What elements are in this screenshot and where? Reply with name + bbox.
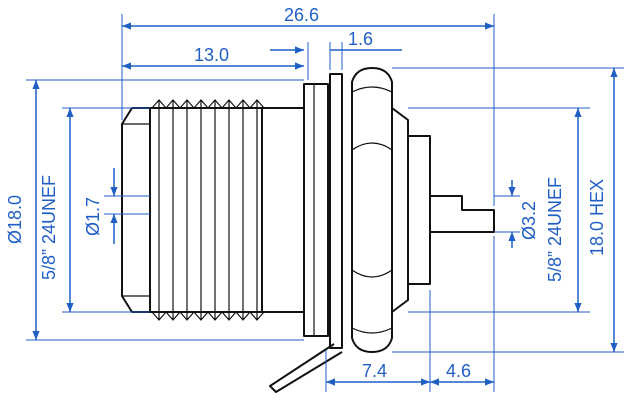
- thread-ridge: [221, 99, 237, 321]
- label-overall-length: 26.6: [284, 5, 320, 25]
- thread-ridge: [207, 99, 223, 321]
- label-right-thread: 5/8” 24UNEF: [545, 176, 565, 282]
- thread-ridge: [165, 99, 181, 321]
- thread-ridge: [151, 99, 167, 321]
- label-pin-diameter: Ø1.7: [83, 196, 103, 236]
- connector-body: [121, 67, 495, 393]
- label-outer-diameter: Ø18.0: [5, 194, 25, 244]
- label-pin-tail-diameter: Ø3.2: [519, 200, 539, 240]
- label-thread-length: 13.0: [194, 45, 230, 65]
- label-nut-width: 7.4: [362, 361, 388, 381]
- label-panel-thickness: 1.6: [348, 29, 374, 49]
- label-left-thread: 5/8” 24UNEF: [39, 174, 59, 280]
- thread-ridge: [249, 99, 265, 321]
- thread-ridge: [235, 99, 251, 321]
- thread-ridge: [179, 99, 195, 321]
- label-pin-length: 4.6: [446, 361, 472, 381]
- extension-lines: [26, 14, 624, 392]
- thread-ridge: [193, 99, 209, 321]
- dimension-lines: [32, 22, 618, 386]
- thread-ridges: [151, 99, 265, 321]
- label-hex-size: 18.0 HEX: [587, 178, 607, 256]
